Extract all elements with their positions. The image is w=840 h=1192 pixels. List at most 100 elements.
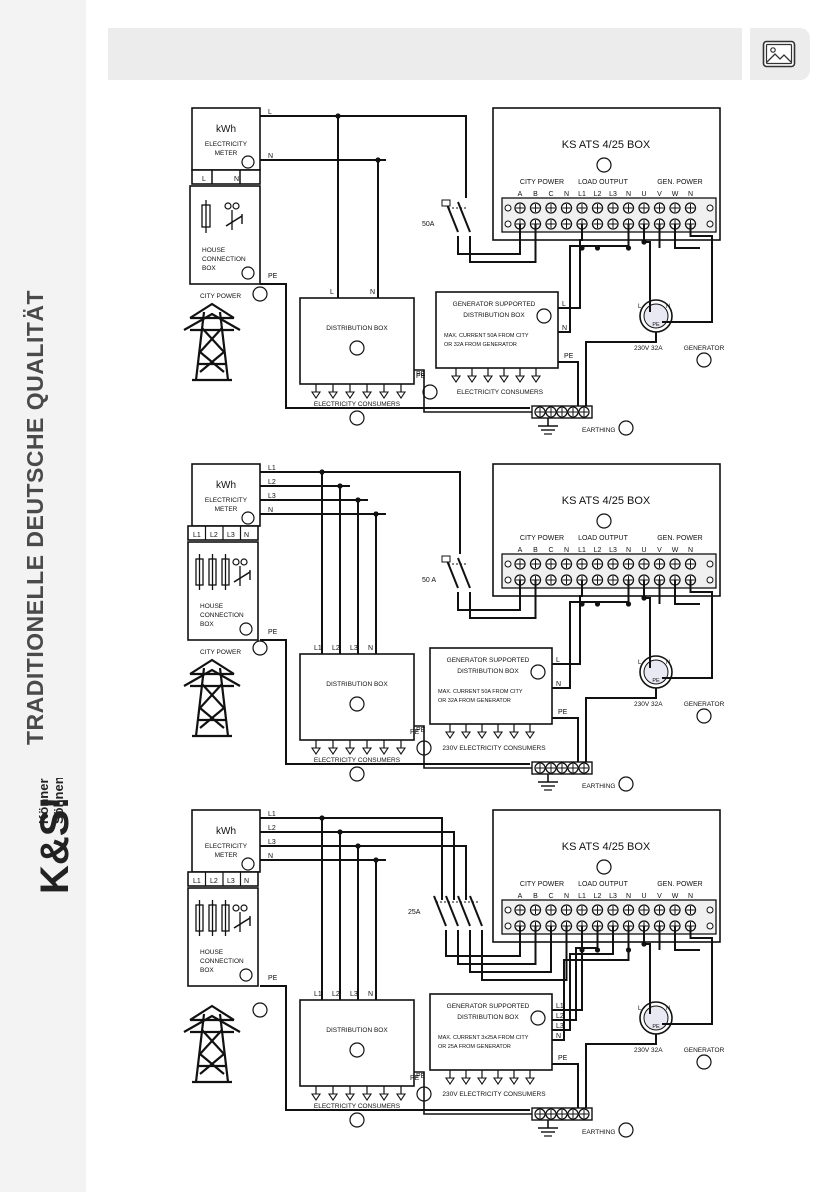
wire xyxy=(558,361,579,408)
meter-terminal-label: L3 xyxy=(227,532,235,539)
image-view-button[interactable] xyxy=(744,28,810,80)
ats-title: KS ATS 4/25 BOX xyxy=(562,841,651,853)
pylon-part xyxy=(198,683,225,729)
switch-icon xyxy=(232,558,240,566)
wire xyxy=(662,580,713,679)
wire xyxy=(445,201,459,233)
distribution-input-label: L1 xyxy=(314,991,322,998)
terminal-label: N xyxy=(688,893,693,900)
socket-pin-label: L xyxy=(638,304,642,310)
distribution-box-label: DISTRIBUTION BOX xyxy=(326,325,388,332)
wire xyxy=(225,215,243,227)
consumer-arrow-icon xyxy=(344,1093,356,1101)
gen-note: OR 32A FROM GENERATOR xyxy=(444,342,517,348)
meter-terminal-label: L2 xyxy=(210,878,218,885)
wire xyxy=(457,926,537,965)
kwh-label: kWh xyxy=(216,480,236,491)
pe-label: PE xyxy=(416,371,426,378)
breaker-label: 50A xyxy=(422,221,435,228)
pylon-part xyxy=(194,667,206,737)
wire xyxy=(558,224,583,309)
consumer-arrow-icon xyxy=(395,747,407,755)
power-pylon-icon xyxy=(183,302,241,382)
pylon-part xyxy=(189,658,235,675)
terminal-label: W xyxy=(672,893,679,900)
callout-circle xyxy=(422,384,438,400)
consumer-arrow-icon xyxy=(460,731,472,739)
city-power-group-label: CITY POWER xyxy=(520,179,564,186)
mount-hole-icon xyxy=(706,576,714,584)
terminal-label: C xyxy=(548,547,553,554)
wire xyxy=(457,224,521,255)
gen-input-label: L xyxy=(562,301,566,308)
terminal-label: L1 xyxy=(578,547,586,554)
terminal-label: B xyxy=(533,191,538,198)
callout-circle xyxy=(349,1042,365,1058)
meter-line-label: L2 xyxy=(268,825,276,832)
consumer-arrow-icon xyxy=(378,1093,390,1101)
load-output-group-label: LOAD OUTPUT xyxy=(578,535,629,542)
generator-label: GENERATOR xyxy=(684,345,725,352)
gen-input-label: L1 xyxy=(556,1003,564,1010)
callout-circle xyxy=(618,1122,634,1138)
mount-hole-icon xyxy=(706,204,714,212)
pe-label: PE xyxy=(564,353,574,360)
callout-circle xyxy=(349,410,365,426)
generator-distribution-box xyxy=(429,647,553,725)
terminal-label: L3 xyxy=(609,191,617,198)
distribution-input-label: L1 xyxy=(314,645,322,652)
gen-power-group-label: GEN. POWER xyxy=(657,881,703,888)
house-box-label: HOUSE xyxy=(202,247,226,254)
terminal-label: N xyxy=(688,191,693,198)
wire xyxy=(233,917,251,929)
breaker-handle-icon xyxy=(441,555,451,563)
consumer-arrow-icon xyxy=(378,391,390,399)
gen-note: OR 25A FROM GENERATOR xyxy=(438,1044,511,1050)
load-output-group-label: LOAD OUTPUT xyxy=(578,179,629,186)
gen-consumers-label: 230V ELECTRICITY CONSUMERS xyxy=(442,745,546,752)
consumer-arrow-icon xyxy=(310,747,322,755)
wire xyxy=(469,580,537,619)
terminal-label: B xyxy=(533,893,538,900)
distribution-input-label: N xyxy=(368,645,373,652)
terminal-label: A xyxy=(518,547,523,554)
consumer-arrow-icon xyxy=(460,1077,472,1085)
junction-dot xyxy=(579,947,585,953)
pe-label: PE xyxy=(558,1055,568,1062)
terminal-label: L2 xyxy=(594,191,602,198)
svg-text:K&S!: K&S! xyxy=(33,796,76,894)
power-pylon-icon xyxy=(183,658,241,738)
callout-circle xyxy=(596,157,612,173)
terminal-label: W xyxy=(672,547,679,554)
wire xyxy=(552,926,599,1021)
wire xyxy=(662,926,713,1025)
gen-input-label: N xyxy=(556,681,561,688)
meter-terminal-label: N xyxy=(244,878,249,885)
wire xyxy=(674,926,700,951)
switch-icon xyxy=(232,202,240,210)
svg-text:Söhnen: Söhnen xyxy=(51,778,66,824)
meter-line-label: L1 xyxy=(268,811,276,818)
gen-power-group-label: GEN. POWER xyxy=(657,179,703,186)
junction-dot xyxy=(594,947,601,953)
consumer-arrow-icon xyxy=(310,1093,322,1101)
earthing-label: EARTHING xyxy=(582,427,615,434)
callout-circle xyxy=(241,155,255,169)
socket-pin-label: N xyxy=(666,304,670,310)
consumer-arrow-icon xyxy=(327,1093,339,1101)
consumer-arrow-icon xyxy=(492,1077,504,1085)
breaker-handle-icon xyxy=(441,199,451,207)
consumer-arrow-icon xyxy=(476,1077,488,1085)
image-icon xyxy=(762,40,796,68)
generator-distribution-box xyxy=(429,993,553,1071)
gen-note: MAX. CURRENT 3x25A FROM CITY xyxy=(438,1035,529,1041)
terminal-label: V xyxy=(657,191,662,198)
socket-pin-label: N xyxy=(666,1006,670,1012)
ats-title: KS ATS 4/25 BOX xyxy=(562,139,651,151)
consumer-arrow-icon xyxy=(444,1077,456,1085)
meter-label: METER xyxy=(215,852,238,859)
switch-icon xyxy=(232,904,240,912)
socket-pin-label: PE xyxy=(652,322,660,328)
terminal-label: U xyxy=(641,893,646,900)
socket-pin-label: L xyxy=(638,660,642,666)
